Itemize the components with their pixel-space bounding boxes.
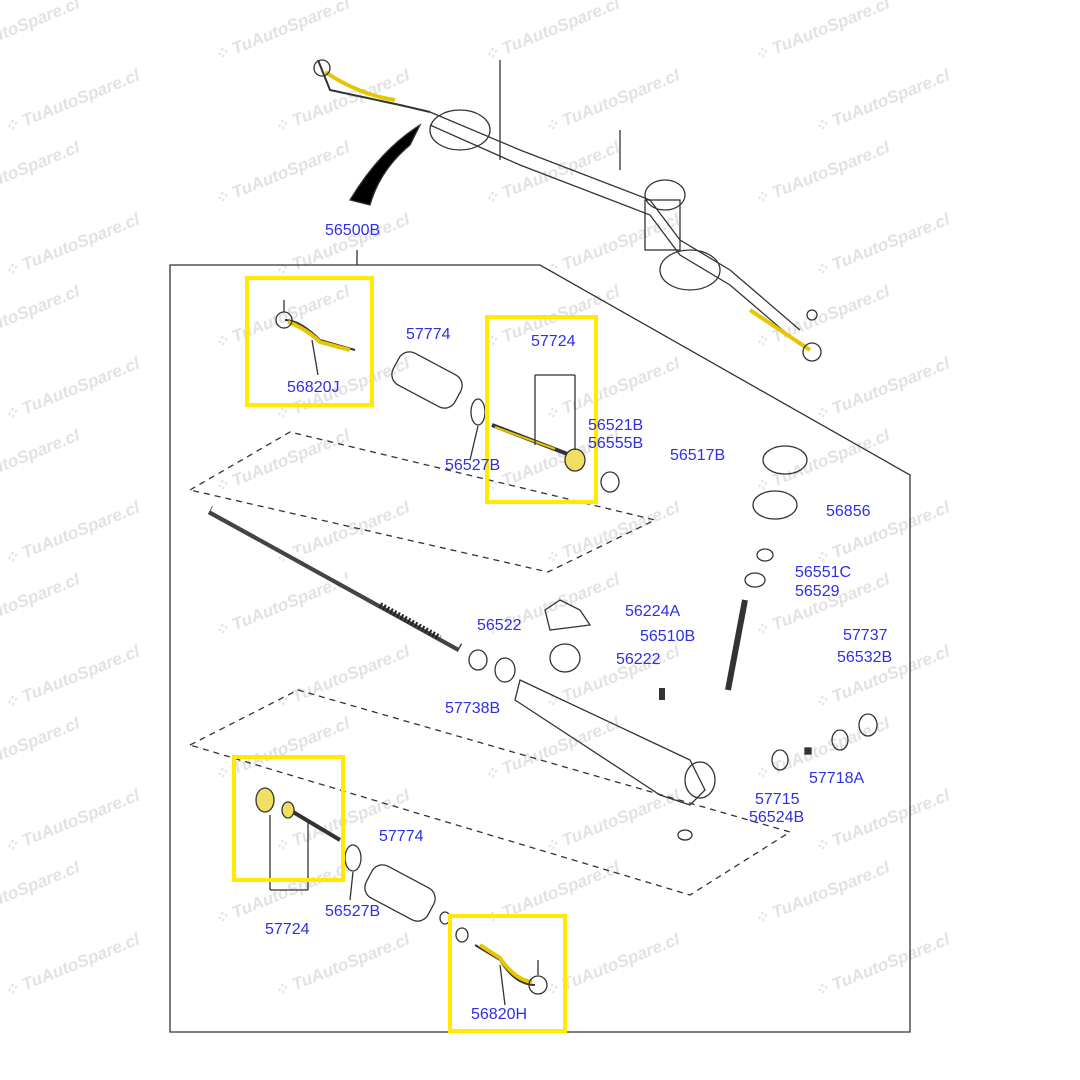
label-56527B-lower[interactable]: 56527B: [325, 903, 381, 920]
label-57718A[interactable]: 57718A: [809, 770, 865, 787]
label-56529[interactable]: 56529: [795, 583, 840, 600]
label-56820H[interactable]: 56820H: [471, 1006, 528, 1023]
label-57737[interactable]: 57737: [843, 627, 888, 644]
highlight-56820H: [448, 914, 567, 1033]
label-57715[interactable]: 57715: [755, 791, 800, 808]
label-57738B[interactable]: 57738B: [445, 700, 501, 717]
label-57774-lower[interactable]: 57774: [379, 828, 424, 845]
label-56527B-upper[interactable]: 56527B: [445, 457, 501, 474]
label-57724-upper[interactable]: 57724: [531, 333, 576, 350]
dashed-box-upper: [188, 431, 657, 573]
label-57774-upper[interactable]: 57774: [406, 326, 451, 343]
label-56555B[interactable]: 56555B: [588, 435, 644, 452]
label-56856[interactable]: 56856: [826, 503, 871, 520]
label-56224A[interactable]: 56224A: [625, 603, 681, 620]
label-57724-lower[interactable]: 57724: [265, 921, 310, 938]
label-56517B[interactable]: 56517B: [670, 447, 726, 464]
label-56521B[interactable]: 56521B: [588, 417, 644, 434]
label-56820J[interactable]: 56820J: [287, 379, 340, 396]
highlight-57724-upper: [485, 315, 598, 504]
dashed-box-lower: [188, 689, 792, 896]
label-56524B[interactable]: 56524B: [749, 809, 805, 826]
label-56222[interactable]: 56222: [616, 651, 661, 668]
highlight-57724-lower: [232, 755, 345, 882]
label-56532B[interactable]: 56532B: [837, 649, 893, 666]
label-56522[interactable]: 56522: [477, 617, 522, 634]
label-56510B[interactable]: 56510B: [640, 628, 696, 645]
label-56551C[interactable]: 56551C: [795, 564, 852, 581]
highlight-56820J: [245, 276, 374, 407]
label-56500B[interactable]: 56500B: [325, 222, 381, 239]
